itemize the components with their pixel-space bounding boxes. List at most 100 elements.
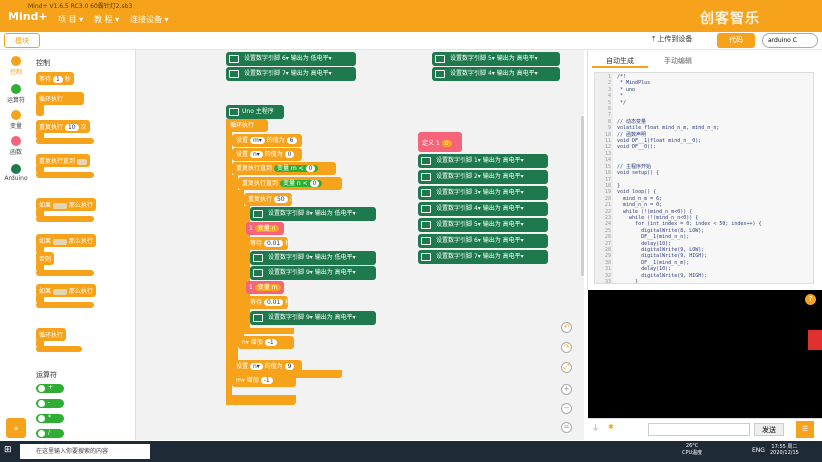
zoom-out-icon[interactable]: − xyxy=(561,403,572,414)
category-control[interactable]: 控制 xyxy=(2,56,30,76)
set-m-block[interactable]: 设置 m▾ 的值为 6 xyxy=(232,134,302,147)
palette-add-block[interactable]: + xyxy=(36,384,64,393)
palette-if-block-2[interactable]: 如果 那么执行 xyxy=(36,284,96,297)
set-pin-9-block[interactable]: 设置数字引脚 9▾ 输出为 高电平▾ xyxy=(250,266,376,280)
menu-connect-device[interactable]: 连接设备 ▾ xyxy=(130,15,169,24)
palette-block-foot xyxy=(36,138,94,144)
palette-block-foot xyxy=(36,172,94,178)
set-pin-3-block[interactable]: 设置数字引脚 3▾ 输出为 高电平▾ xyxy=(418,186,548,200)
repeat-arm xyxy=(244,206,250,332)
arduino-board-icon xyxy=(253,254,263,262)
set-n-block[interactable]: 设置 n▾ 的值为 0 xyxy=(232,148,302,161)
palette-divide-block[interactable]: / xyxy=(36,429,64,438)
code-text: /*! * MindPlus * uno * */ // 动态变量 volati… xyxy=(617,74,762,284)
list-icon[interactable]: ☰ xyxy=(796,421,814,438)
arduino-board-icon xyxy=(421,157,431,165)
set-pin-block[interactable]: 设置数字引脚 4▾ 输出为 高电平▾ xyxy=(432,67,560,81)
set-pin-2-block[interactable]: 设置数字引脚 2▾ 输出为 高电平▾ xyxy=(418,170,548,184)
set-pin-7-block[interactable]: 设置数字引脚 7▾ 输出为 高电平▾ xyxy=(418,250,548,264)
set-pin-4-block[interactable]: 设置数字引脚 4▾ 输出为 高电平▾ xyxy=(418,202,548,216)
code-button[interactable]: 代码 xyxy=(717,33,755,48)
palette-if-block[interactable]: 如果 那么执行 xyxy=(36,198,96,211)
help-icon[interactable]: ? xyxy=(805,294,816,305)
arduino-board-icon xyxy=(435,55,445,63)
set-pin-9-block[interactable]: 设置数字引脚 9▾ 输出为 高电平▾ xyxy=(250,311,376,325)
code-view[interactable]: 1 2 3 4 5 6 7 8 9 10 11 12 13 14 15 16 1… xyxy=(594,72,814,284)
script-workspace[interactable]: 设置数字引脚 6▾ 输出为 低电平▾ 设置数字引脚 7▾ 输出为 高电平▾ 设置… xyxy=(136,50,584,440)
palette-multiply-block[interactable]: * xyxy=(36,414,64,423)
set-pin-block[interactable]: 设置数字引脚 5▾ 输出为 高电平▾ xyxy=(432,52,560,66)
set-n-block[interactable]: 设置 n▾ 的值为 9 xyxy=(232,360,302,373)
category-dot-icon xyxy=(11,56,21,66)
palette-subtract-block[interactable]: - xyxy=(36,399,64,408)
taskbar-search[interactable]: 在这里输入你要搜索的内容 xyxy=(20,444,150,459)
set-pin-9-block[interactable]: 设置数字引脚 9▾ 输出为 低电平▾ xyxy=(250,251,376,265)
change-m-block[interactable]: m▾ 增加 -1 xyxy=(232,374,296,387)
loop-forever-block[interactable]: 循环执行 xyxy=(226,119,268,132)
call-function-block[interactable]: 1 变量 n xyxy=(246,222,284,235)
serial-monitor: ? xyxy=(588,290,822,418)
set-pin-5-block[interactable]: 设置数字引脚 5▾ 输出为 高电平▾ xyxy=(418,218,548,232)
category-functions[interactable]: 函数 xyxy=(2,136,30,156)
set-pin-8-block[interactable]: 设置数字引脚 8▾ 输出为 低电平▾ xyxy=(250,207,376,221)
serial-input[interactable] xyxy=(648,423,750,436)
palette-block-foot xyxy=(36,346,82,352)
arduino-board-icon xyxy=(421,221,431,229)
arduino-board-icon xyxy=(421,253,431,261)
palette-repeat-until-block[interactable]: 重复执行直到 xyxy=(36,154,90,167)
category-variables[interactable]: 变量 xyxy=(2,110,30,130)
upload-button[interactable]: ⤒ 上传到设备 xyxy=(652,35,693,43)
mode-button[interactable]: 模块 xyxy=(4,33,40,48)
tab-manual-edit[interactable]: 手动编辑 xyxy=(664,57,692,65)
palette-wait-block[interactable]: 等待 1 秒 xyxy=(36,72,74,85)
workspace-scrollbar[interactable] xyxy=(581,116,584,276)
wait-block[interactable]: 等待 0.01 秒 xyxy=(246,237,291,250)
arduino-board-icon xyxy=(229,108,239,116)
call-function-block[interactable]: 1 变量 m xyxy=(246,281,284,294)
palette-repeat-block[interactable]: 重复执行 10 次 xyxy=(36,120,90,133)
palette-repeat-forever-block[interactable]: 循环执行 xyxy=(36,92,84,105)
redo-icon[interactable]: ↷ xyxy=(561,342,572,353)
palette-block-arm xyxy=(36,208,44,218)
set-pin-6-block[interactable]: 设置数字引脚 6▾ 输出为 高电平▾ xyxy=(418,234,548,248)
palette-block-arm xyxy=(36,262,44,272)
set-pin-1-block[interactable]: 设置数字引脚 1▾ 输出为 高电平▾ xyxy=(418,154,548,168)
palette-if-else-block[interactable]: 如果 那么执行 xyxy=(36,234,96,247)
change-n-block[interactable]: n▾ 增加 -1 xyxy=(238,336,294,349)
zoom-in-icon[interactable]: + xyxy=(561,384,572,395)
extensions-button[interactable]: ⊕ xyxy=(6,418,26,438)
tab-auto-generate[interactable]: 自动生成 xyxy=(592,54,648,68)
repeat-50-block[interactable]: 重复执行 50 次 xyxy=(244,193,296,206)
define-function-block[interactable]: 定义 1 0 xyxy=(418,132,462,152)
language-indicator[interactable]: ENG xyxy=(752,447,765,454)
category-arduino[interactable]: Arduino xyxy=(2,164,30,182)
settings-icon[interactable]: ✱ xyxy=(608,423,614,431)
menu-project[interactable]: 项 目 ▾ xyxy=(58,15,84,24)
category-dot-icon xyxy=(11,136,21,146)
cleanup-icon[interactable]: ⤢ xyxy=(561,362,572,373)
side-tag[interactable] xyxy=(808,330,822,350)
palette-block-arm xyxy=(36,294,44,304)
repeat-until-arm xyxy=(232,175,238,371)
plug-icon[interactable]: ⏚ xyxy=(592,424,599,432)
board-select[interactable]: arduino C xyxy=(762,33,818,48)
menu-tutorial[interactable]: 教 程 ▾ xyxy=(94,15,120,24)
palette-block-foot xyxy=(36,216,94,222)
undo-icon[interactable]: ↶ xyxy=(561,322,572,333)
uno-main-hat-block[interactable]: Uno 主程序 xyxy=(226,105,284,119)
repeat-until-n-block[interactable]: 重复执行直到 变量 n < 0 xyxy=(238,177,342,190)
category-dot-icon xyxy=(11,84,21,94)
send-button[interactable]: 发送 xyxy=(754,423,784,436)
palette-loop-block[interactable]: 循环执行 xyxy=(36,328,67,341)
category-operators[interactable]: 运算符 xyxy=(2,84,30,104)
zoom-reset-icon[interactable]: = xyxy=(561,422,572,433)
wait-block[interactable]: 等待 0.01 秒 xyxy=(246,296,291,309)
repeat-until-m-block[interactable]: 重复执行直到 变量 m < 0 xyxy=(232,162,336,175)
title-bar: Mind+ Mind+ V1.6.5 RC3.0 60霸针灯2.sb3 项 目 … xyxy=(0,0,822,32)
arduino-board-icon xyxy=(421,205,431,213)
set-pin-block[interactable]: 设置数字引脚 6▾ 输出为 低电平▾ xyxy=(226,52,356,66)
set-pin-block[interactable]: 设置数字引脚 7▾ 输出为 高电平▾ xyxy=(226,67,356,81)
windows-start-icon[interactable]: ⊞ xyxy=(4,445,12,455)
